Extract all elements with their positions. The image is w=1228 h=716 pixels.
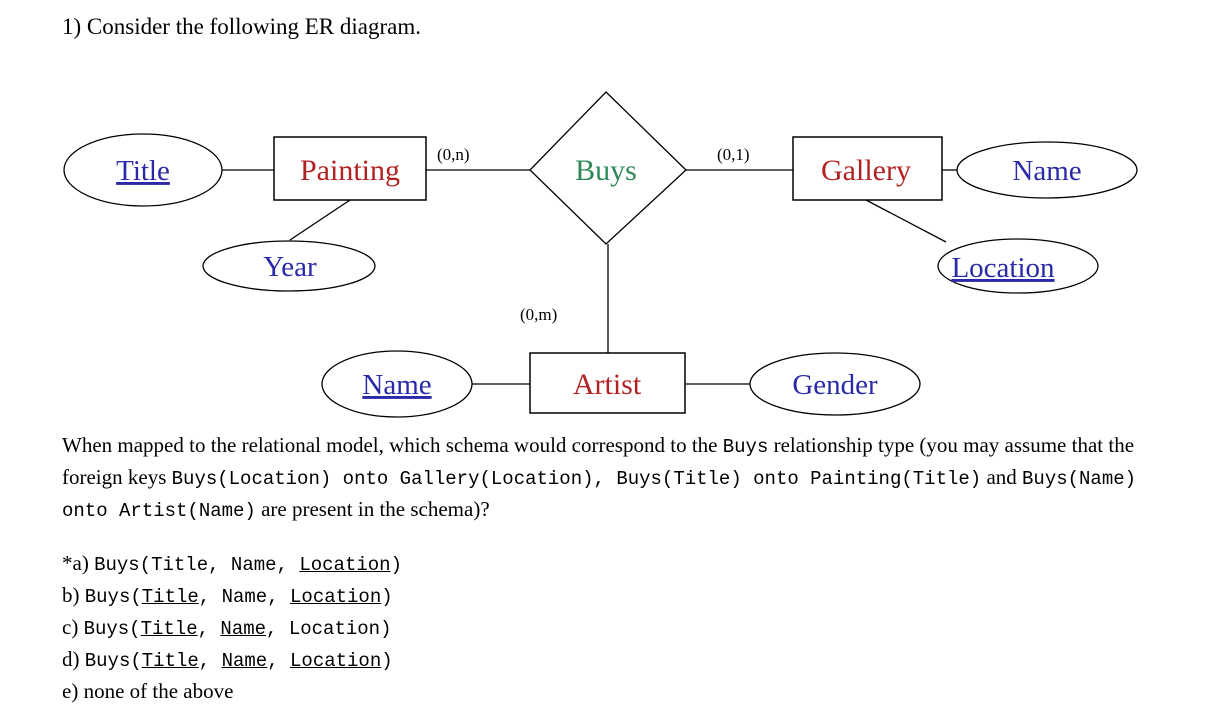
question-code-buys: Buys — [722, 436, 769, 458]
gallery-location-line — [865, 199, 947, 243]
year-attribute-ellipse — [202, 240, 376, 292]
painting-entity-box — [273, 136, 427, 201]
option-e[interactable]: e) none of the above — [62, 679, 234, 703]
question-text: When mapped to the relational model, whi… — [62, 430, 1172, 526]
painting-entity-label: Painting — [300, 154, 400, 187]
buys-relationship-diamond — [529, 91, 687, 245]
buys-gallery-cardinality: (0,1) — [717, 145, 750, 164]
gallery-name-attribute-label: Name — [1012, 155, 1081, 187]
artist-entity-box — [529, 352, 686, 414]
buys-artist-cardinality: (0,m) — [520, 305, 557, 324]
year-attribute-label: Year — [263, 251, 317, 283]
question-text-part-2: relationship type (you may assume that t… — [62, 433, 1135, 489]
option-d[interactable]: d) Buys(Title, Name, Location) — [62, 647, 393, 672]
title-attribute-ellipse — [63, 133, 223, 207]
location-attribute-label: Location — [951, 252, 1055, 284]
question-title: 1) Consider the following ER diagram. — [62, 14, 421, 39]
gallery-entity-box — [792, 136, 943, 201]
option-b[interactable]: b) Buys(Title, Name, Location) — [62, 583, 393, 608]
question-text-part-3: and — [981, 465, 1023, 489]
option-c[interactable]: c) Buys(Title, Name, Location) — [62, 615, 392, 640]
question-text-part-4: are present in the schema)? — [255, 497, 490, 521]
gallery-name-attribute-ellipse — [956, 141, 1138, 199]
location-attribute-ellipse — [937, 238, 1099, 294]
buys-relationship-label: Buys — [575, 154, 637, 187]
question-text-part-1: When mapped to the relational model, whi… — [62, 433, 723, 457]
question-code-artist-fk: Buys(Name) onto Artist(Name) — [62, 468, 1137, 522]
title-attribute-label: Title — [116, 155, 170, 187]
option-a[interactable]: *a) Buys(Title, Name, Location) — [62, 551, 402, 576]
gender-attribute-label: Gender — [792, 369, 878, 401]
question-code-foreign-keys: Buys(Location) onto Gallery(Location), B… — [171, 468, 982, 490]
artist-entity-label: Artist — [573, 368, 642, 401]
artist-name-attribute-ellipse — [321, 350, 473, 418]
answer-options: *a) Buys(Title, Name, Location) b) Buys(… — [62, 548, 402, 706]
er-diagram: Title Year Name Location Name Gender Pai… — [63, 91, 1138, 418]
artist-name-attribute-label: Name — [362, 369, 431, 401]
painting-buys-cardinality: (0,n) — [437, 145, 470, 164]
painting-year-line — [289, 199, 351, 241]
gallery-entity-label: Gallery — [821, 154, 911, 187]
gender-attribute-ellipse — [749, 352, 921, 416]
